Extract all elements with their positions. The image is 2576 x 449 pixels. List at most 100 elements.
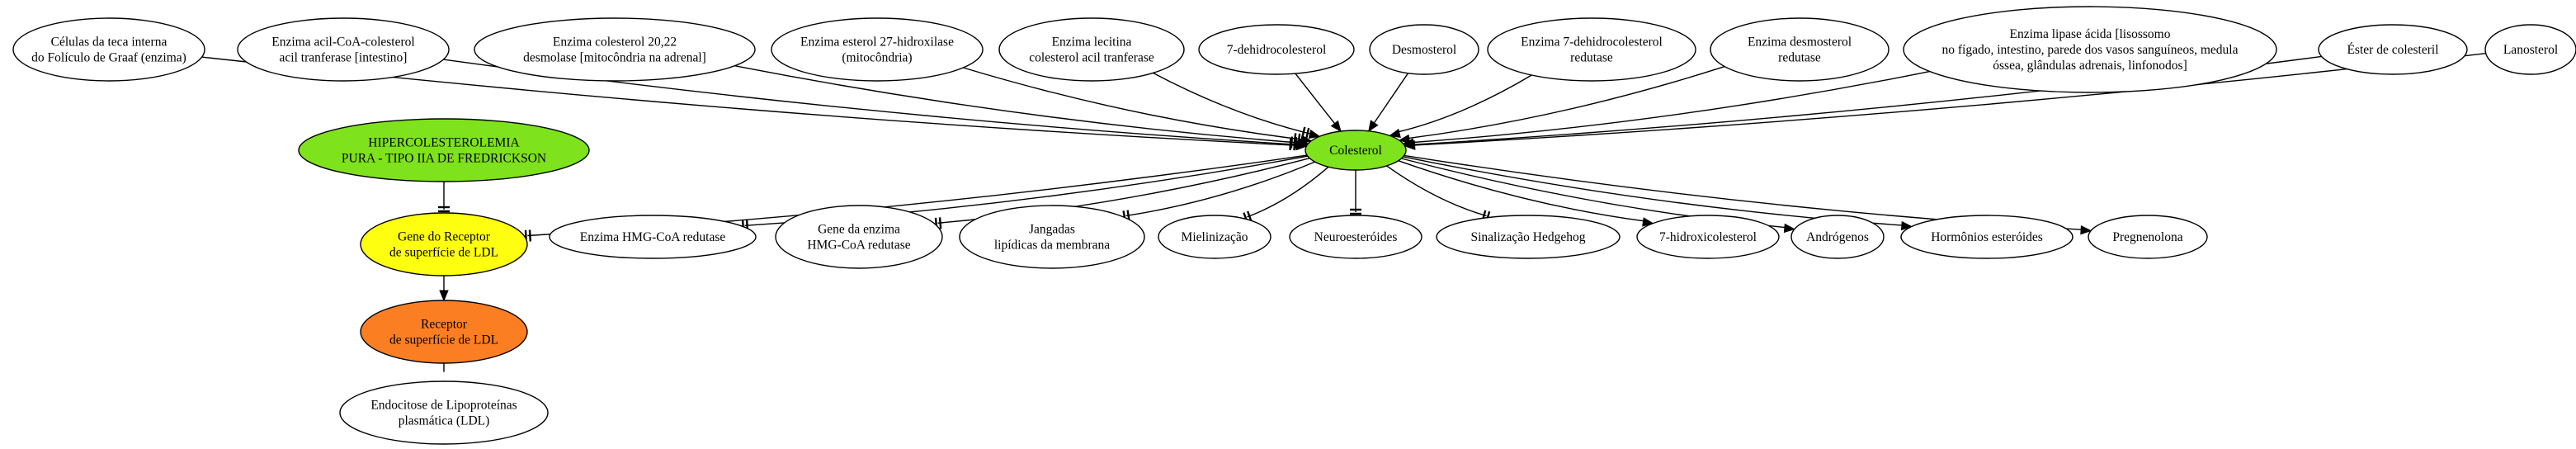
arrowhead bbox=[1330, 120, 1342, 133]
node-hedgehog: Sinalização Hedgehog bbox=[1436, 215, 1621, 259]
edge-line bbox=[963, 67, 1309, 141]
node-label: do Folículo de Graaf (enzima) bbox=[31, 51, 186, 65]
node-label: Mielinização bbox=[1182, 230, 1248, 244]
node-lanosterol: Lanosterol bbox=[2484, 24, 2576, 75]
arrowhead bbox=[1900, 220, 1913, 231]
node-label: Enzima lipase ácida [lisossomo bbox=[2010, 27, 2171, 41]
node-label: desmolase [mitocôndria na adrenal] bbox=[523, 51, 706, 65]
node-label: Colesterol bbox=[1329, 144, 1382, 158]
node-7-dehidro: 7-dehidrocolesterol bbox=[1198, 24, 1355, 75]
node-jangadas: Jangadas lipídicas da membrana bbox=[959, 205, 1145, 269]
tee-bar bbox=[938, 217, 942, 229]
node-ellipse bbox=[1198, 24, 1355, 75]
edge-hipercolesterolemia-to-gene-receptor bbox=[438, 182, 450, 213]
node-label: no fígado, intestino, parede dos vasos s… bbox=[1941, 43, 2238, 57]
node-label: Células da teca interna bbox=[51, 35, 167, 50]
node-ellipse bbox=[959, 205, 1145, 269]
node-label: Enzima HMG-CoA redutase bbox=[580, 230, 726, 244]
node-ellipse bbox=[1289, 215, 1422, 259]
node-ellipse bbox=[1900, 215, 2074, 259]
node-androgenos: Andrógenos bbox=[1790, 215, 1885, 259]
tee-bar bbox=[1293, 133, 1297, 145]
node-ellipse bbox=[1790, 215, 1885, 259]
tee-bar bbox=[1300, 126, 1306, 139]
node-ellipse bbox=[1158, 215, 1271, 259]
edge-line bbox=[1399, 74, 1532, 133]
node-ester-colesteril: Éster de colesteril bbox=[2318, 24, 2468, 75]
node-label: 7-hidroxicolesterol bbox=[1659, 230, 1757, 244]
node-ellipse bbox=[474, 17, 756, 82]
node-label: Enzima lecitina bbox=[1052, 35, 1132, 50]
node-label: (mitocôndria) bbox=[842, 51, 912, 65]
node-label: de superfície de LDL bbox=[389, 333, 498, 347]
node-ellipse bbox=[1369, 24, 1479, 75]
node-ellipse bbox=[998, 17, 1185, 82]
edge-desmosterol-to-colesterol bbox=[1368, 73, 1409, 132]
tee-bar bbox=[1305, 127, 1310, 139]
arrowhead bbox=[1398, 134, 1410, 144]
node-label: PURA - TIPO IIA DE FREDRICKSON bbox=[342, 152, 546, 166]
node-label: Pregnenolona bbox=[2112, 230, 2182, 244]
arrowhead bbox=[439, 290, 449, 302]
node-7-hidroxi: 7-hidroxicolesterol bbox=[1636, 215, 1780, 259]
node-neuroesteroides: Neuroesteróides bbox=[1289, 215, 1422, 259]
edge-gene-receptor-to-receptor-ldl bbox=[439, 276, 449, 302]
tee-bar bbox=[1289, 138, 1292, 150]
node-label: Hormônios esteróides bbox=[1931, 230, 2043, 244]
edge-7-dehidro-redutase-to-colesterol bbox=[1389, 74, 1532, 139]
node-label: redutase bbox=[1778, 51, 1821, 65]
tee-bar bbox=[528, 229, 531, 242]
edge-desmosterol-redutase-to-colesterol bbox=[1398, 65, 1725, 144]
edge-line bbox=[1398, 160, 1644, 222]
node-ellipse bbox=[1305, 130, 1407, 171]
node-label: Neuroesteróides bbox=[1314, 230, 1398, 244]
node-hormonios: Hormônios esteróides bbox=[1900, 215, 2074, 259]
arrowhead bbox=[1642, 217, 1654, 227]
node-label: Jangadas bbox=[1029, 223, 1075, 237]
node-ellipse bbox=[771, 17, 984, 82]
node-label: lipídicas da membrana bbox=[994, 239, 1110, 253]
node-label: Enzima acil-CoA-colesterol bbox=[271, 35, 414, 50]
node-label: HMG-CoA redutase bbox=[807, 239, 910, 253]
edge-line bbox=[1414, 53, 2486, 146]
arrowhead bbox=[1783, 223, 1796, 234]
node-hmg-coa: Enzima HMG-CoA redutase bbox=[549, 215, 757, 259]
edge-colesterol-to-neuroesteroides bbox=[1350, 169, 1361, 215]
edge-colesterol-2022-to-colesterol bbox=[734, 65, 1309, 149]
node-ellipse bbox=[1636, 215, 1780, 259]
node-ellipse bbox=[1487, 17, 1696, 82]
edge-esterol-27-to-colesterol bbox=[963, 67, 1313, 145]
edge-line bbox=[1413, 70, 1930, 144]
node-pregnenolona: Pregnenolona bbox=[2088, 215, 2208, 259]
node-lipase-acida: Enzima lipase ácida [lisossomo no fígado,… bbox=[1903, 6, 2277, 93]
node-ellipse bbox=[1903, 6, 2277, 93]
node-desmosterol: Desmosterol bbox=[1369, 24, 1479, 75]
node-label: redutase bbox=[1570, 51, 1613, 65]
node-ellipse bbox=[360, 212, 528, 276]
tee-bar bbox=[1297, 133, 1301, 145]
node-label: Desmosterol bbox=[1392, 43, 1456, 57]
node-label: colesterol acil tranferase bbox=[1029, 51, 1154, 65]
arrowhead bbox=[1389, 128, 1401, 139]
node-ellipse bbox=[775, 205, 943, 269]
edge-lecitina-to-colesterol bbox=[1153, 72, 1321, 139]
node-label: Gene da enzima bbox=[818, 223, 900, 237]
arrowhead bbox=[1368, 120, 1379, 132]
edge-line bbox=[1408, 65, 1725, 139]
edge-line bbox=[1373, 73, 1409, 124]
edge-colesterol-to-mielinizacao bbox=[1243, 166, 1329, 224]
edge-line bbox=[734, 65, 1305, 144]
node-label: Lanosterol bbox=[2503, 43, 2558, 57]
edge-line bbox=[1125, 161, 1315, 217]
node-label: Éster de colesteril bbox=[2347, 43, 2438, 57]
node-ellipse bbox=[360, 300, 528, 364]
node-ellipse bbox=[298, 118, 590, 182]
